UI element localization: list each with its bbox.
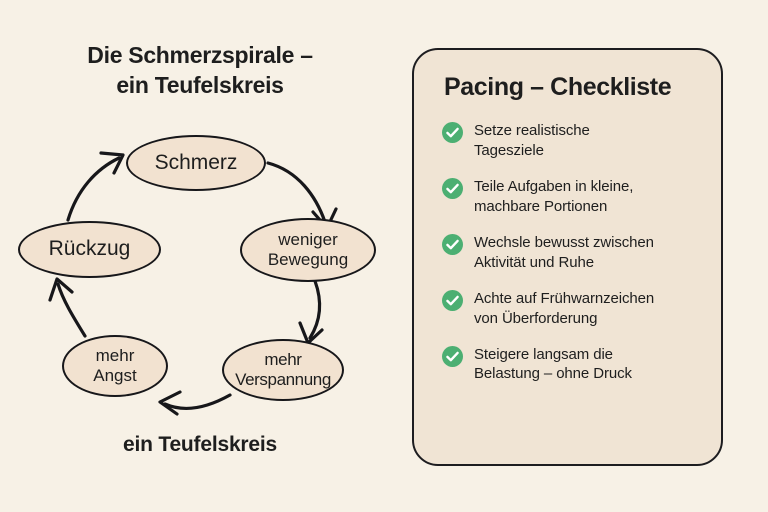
check-circle-icon — [442, 345, 463, 367]
checklist-heading: Pacing – Checkliste — [444, 73, 672, 101]
checklist-card: Pacing – Checkliste Setze realistische T… — [412, 48, 723, 466]
cycle-node-rueckzug[interactable]: Rückzug — [18, 221, 161, 278]
arrow-rueckzug-to-schmerz — [66, 156, 121, 222]
arrow-schmerz-to-weniger — [266, 161, 327, 224]
list-item-label: Achte auf Frühwarnzeichen von Überforder… — [474, 289, 655, 327]
cycle-arrows — [48, 151, 338, 416]
check-circle-icon — [442, 233, 463, 255]
check-circle-icon — [442, 177, 463, 199]
arrow-verspannung-to-angst — [163, 393, 232, 410]
arrow-weniger-to-verspannung — [308, 279, 322, 340]
cycle-node-label: Schmerz — [154, 150, 238, 174]
cycle-node-label: Rückzug — [48, 237, 131, 261]
arrowhead-verspannung-to-angst — [158, 390, 182, 416]
list-item-label: Wechsle bewusst zwischen Aktivität und R… — [474, 233, 654, 271]
list-item[interactable]: Steigere langsam die Belastung – ohne Dr… — [442, 345, 707, 385]
check-circle-icon — [442, 289, 463, 311]
list-item-label: Teile Aufgaben in kleine, machbare Porti… — [474, 177, 634, 215]
check-circle-icon — [442, 122, 463, 143]
cycle-node-mehr-angst[interactable]: mehr Angst — [62, 335, 168, 397]
list-item-label: Steigere langsam die Belastung – ohne Dr… — [474, 345, 632, 383]
cycle-node-schmerz[interactable]: Schmerz — [126, 135, 266, 191]
cycle-caption: ein Teufelskreis — [123, 433, 277, 456]
arrowhead-angst-to-rueckzug — [48, 277, 74, 302]
cycle-node-label: mehr Verspannung — [235, 350, 331, 389]
cycle-node-weniger-bewegung[interactable]: weniger Bewegung — [240, 218, 376, 282]
cycle-node-label: mehr Angst — [93, 346, 137, 385]
arrow-angst-to-rueckzug — [56, 282, 87, 338]
cycle-node-mehr-verspannung[interactable]: mehr Verspannung — [222, 339, 344, 401]
list-item[interactable]: Setze realistische Tagesziele — [442, 121, 707, 161]
page-title: Die Schmerzspirale – ein Teufelskreis — [87, 42, 313, 99]
list-item-label: Setze realistische Tagesziele — [474, 122, 590, 159]
list-item[interactable]: Wechsle bewusst zwischen Aktivität und R… — [442, 233, 707, 273]
cycle-node-label: weniger Bewegung — [267, 230, 349, 269]
list-item[interactable]: Teile Aufgaben in kleine, machbare Porti… — [442, 177, 707, 217]
list-item[interactable]: Achte auf Frühwarnzeichen von Überforder… — [442, 289, 707, 329]
checklist-items: Setze realistische Tagesziele Teile Aufg… — [442, 121, 707, 400]
cycle-diagram-panel: Die Schmerzspirale – ein Teufelskreis — [18, 42, 376, 456]
arrowhead-rueckzug-to-schmerz — [99, 151, 125, 175]
